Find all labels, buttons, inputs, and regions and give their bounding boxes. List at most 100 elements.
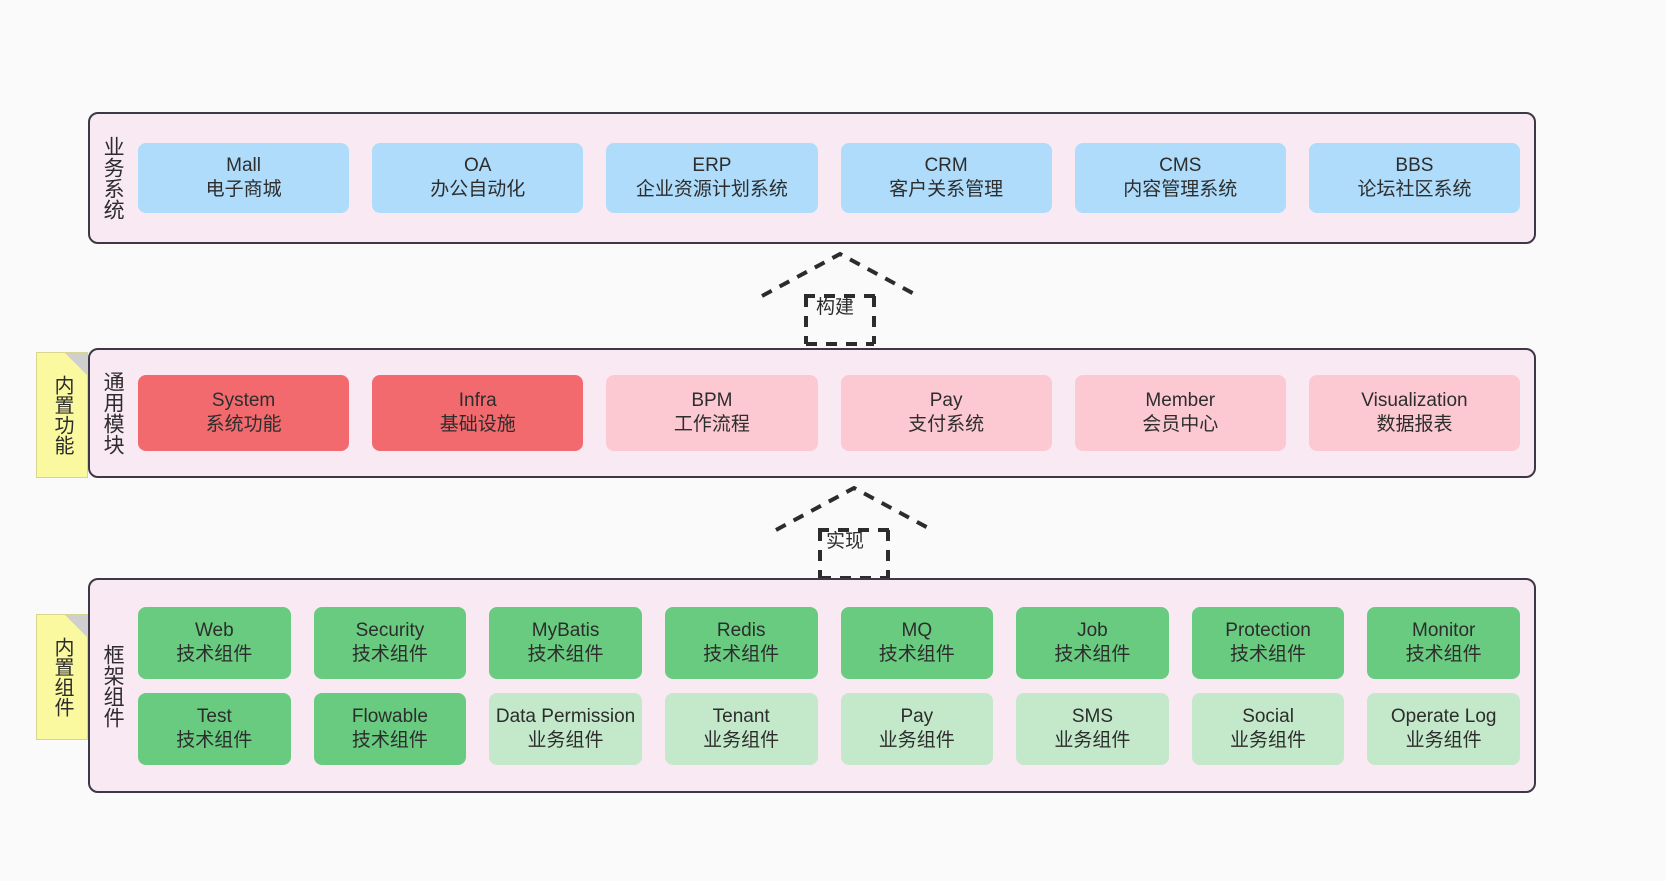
module-desc: 业务组件 (1230, 729, 1307, 751)
module-desc: 论坛社区系统 (1357, 179, 1472, 200)
module-card-job[interactable]: Job 技术组件 (1016, 606, 1169, 679)
module-row: Test 技术组件 Flowable 技术组件 Data Permission … (138, 692, 1520, 765)
module-desc: 技术组件 (176, 729, 253, 751)
module-desc: 企业资源计划系统 (635, 179, 788, 200)
module-name: Flowable (351, 705, 428, 727)
module-desc: 基础设施 (439, 414, 516, 435)
module-card-security[interactable]: Security 技术组件 (313, 606, 467, 679)
module-card-mall[interactable]: Mall 电子商城 (138, 143, 350, 213)
module-name: Social (1242, 705, 1294, 727)
module-name: Redis (716, 619, 766, 641)
module-desc: 支付系统 (908, 414, 985, 435)
module-card-infra[interactable]: Infra 基础设施 (372, 375, 584, 451)
module-desc: 会员中心 (1142, 414, 1219, 435)
module-card-social[interactable]: Social 业务组件 (1191, 692, 1345, 765)
module-card-sms[interactable]: SMS 业务组件 (1016, 692, 1169, 765)
module-card-operate-log[interactable]: Operate Log 业务组件 (1367, 692, 1520, 765)
module-name: CMS (1159, 155, 1202, 177)
module-card-web[interactable]: Web 技术组件 (138, 606, 291, 679)
module-desc: 技术组件 (527, 643, 604, 665)
module-card-monitor[interactable]: Monitor 技术组件 (1367, 606, 1520, 679)
module-card-crm[interactable]: CRM 客户关系管理 (840, 143, 1052, 213)
layer-framework-components: 框架组件 Web 技术组件 Security 技术组件 MyBatis 技术组件… (88, 578, 1536, 793)
module-desc: 数据报表 (1376, 414, 1453, 435)
module-card-test[interactable]: Test 技术组件 (138, 692, 291, 765)
module-card-redis[interactable]: Redis 技术组件 (664, 606, 818, 679)
module-name: BPM (691, 390, 733, 412)
module-desc: 技术组件 (351, 643, 428, 665)
module-card-visualization[interactable]: Visualization 数据报表 (1308, 375, 1521, 451)
module-name: Monitor (1412, 619, 1476, 641)
module-name: CRM (924, 155, 968, 177)
module-card-oa[interactable]: OA 办公自动化 (372, 143, 584, 213)
module-card-erp[interactable]: ERP 企业资源计划系统 (606, 143, 818, 213)
layer-title-common: 通用模块 (101, 371, 125, 455)
sticky-note-text: 内置组件 (51, 637, 73, 717)
module-name: Visualization (1361, 390, 1468, 412)
module-desc: 系统功能 (205, 414, 282, 435)
module-desc: 技术组件 (176, 643, 253, 665)
connector-implement-arrow: 实现 (770, 484, 950, 582)
module-name: SMS (1071, 705, 1114, 727)
module-card-mq[interactable]: MQ 技术组件 (840, 606, 994, 679)
module-name: OA (464, 155, 492, 177)
module-name: ERP (692, 155, 732, 177)
layer-body-business: Mall 电子商城 OA 办公自动化 ERP 企业资源计划系统 CRM 客户关系… (134, 114, 1534, 242)
connector-label-implement: 实现 (826, 531, 865, 552)
sticky-note-text: 内置功能 (51, 375, 73, 455)
module-card-bbs[interactable]: BBS 论坛社区系统 (1308, 143, 1521, 213)
module-desc: 技术组件 (1054, 643, 1131, 665)
layer-common-modules: 通用模块 System 系统功能 Infra 基础设施 BPM 工作流程 Pay… (88, 348, 1536, 478)
module-name: Operate Log (1390, 705, 1497, 727)
note-fold-corner-icon (65, 615, 87, 637)
module-name: MQ (901, 619, 933, 641)
module-desc: 业务组件 (703, 729, 780, 751)
layer-title-framework: 框架组件 (101, 643, 125, 728)
module-name: Web (194, 619, 234, 641)
arrowhead-hollow (775, 485, 933, 532)
module-name: Protection (1225, 619, 1311, 641)
sticky-note-builtin-features: 内置功能 (36, 352, 88, 478)
module-name: Mall (226, 155, 261, 177)
module-name: MyBatis (531, 619, 600, 641)
module-row: System 系统功能 Infra 基础设施 BPM 工作流程 Pay 支付系统… (138, 375, 1521, 451)
module-name: Infra (458, 390, 497, 412)
module-card-data-permission[interactable]: Data Permission 业务组件 (489, 692, 642, 765)
module-card-mybatis[interactable]: MyBatis 技术组件 (489, 606, 642, 679)
module-desc: 办公自动化 (430, 179, 526, 200)
module-name: Tenant (712, 705, 770, 727)
module-card-flowable[interactable]: Flowable 技术组件 (313, 692, 467, 765)
layer-body-common: System 系统功能 Infra 基础设施 BPM 工作流程 Pay 支付系统… (134, 350, 1534, 476)
module-desc: 业务组件 (1405, 729, 1482, 751)
module-name: BBS (1395, 155, 1434, 177)
layer-title-business: 业务系统 (101, 136, 125, 220)
module-card-system[interactable]: System 系统功能 (138, 375, 350, 451)
module-name: Data Permission (495, 705, 636, 727)
module-name: Member (1145, 390, 1216, 412)
module-card-protection[interactable]: Protection 技术组件 (1191, 606, 1345, 679)
note-fold-corner-icon (65, 353, 87, 375)
sticky-note-builtin-components: 内置组件 (36, 614, 88, 740)
layer-business-systems: 业务系统 Mall 电子商城 OA 办公自动化 ERP 企业资源计划系统 CRM… (88, 112, 1536, 244)
module-desc: 客户关系管理 (889, 179, 1004, 200)
module-name: Pay (900, 705, 934, 727)
module-name: System (211, 390, 276, 412)
module-desc: 技术组件 (1405, 643, 1482, 665)
module-desc: 技术组件 (1230, 643, 1307, 665)
module-card-bpm[interactable]: BPM 工作流程 (606, 375, 818, 451)
module-card-cms[interactable]: CMS 内容管理系统 (1074, 143, 1286, 213)
module-card-member[interactable]: Member 会员中心 (1074, 375, 1286, 451)
module-name: Job (1077, 619, 1108, 641)
module-desc: 业务组件 (878, 729, 955, 751)
module-card-pay[interactable]: Pay 支付系统 (840, 375, 1052, 451)
module-desc: 工作流程 (673, 414, 750, 435)
module-desc: 技术组件 (878, 643, 955, 665)
module-desc: 电子商城 (205, 179, 282, 200)
module-desc: 内容管理系统 (1123, 179, 1238, 200)
module-name: Pay (929, 390, 963, 412)
connector-build-arrow: 构建 (756, 250, 936, 348)
module-desc: 业务组件 (1054, 729, 1131, 751)
module-card-tenant[interactable]: Tenant 业务组件 (664, 692, 818, 765)
module-card-pay-business[interactable]: Pay 业务组件 (840, 692, 994, 765)
